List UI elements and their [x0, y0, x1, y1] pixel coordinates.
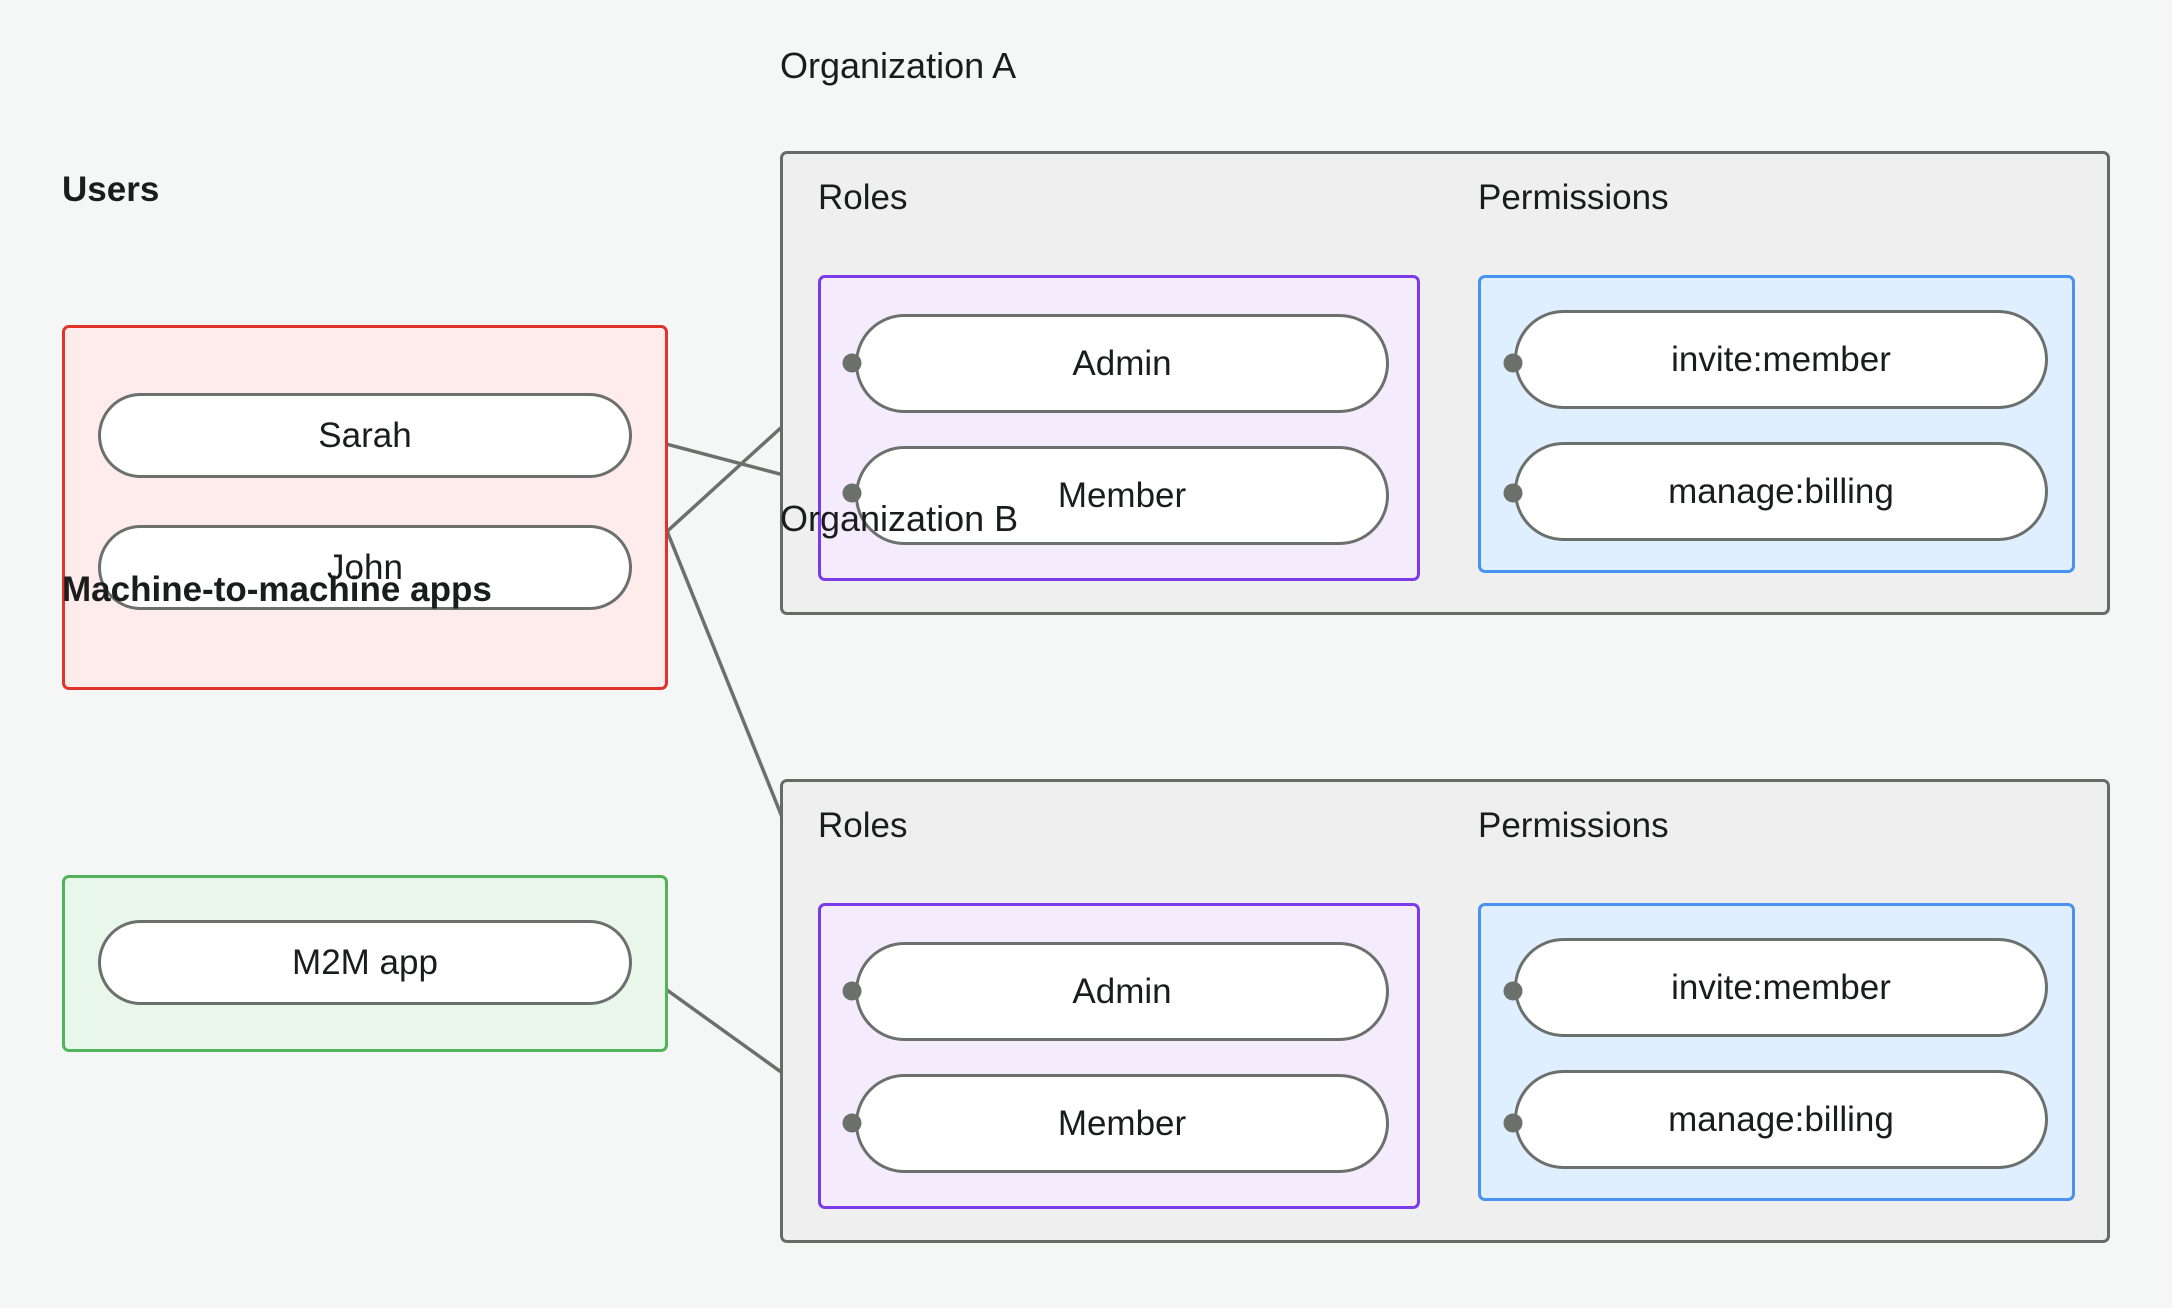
- orgA-permission-node-manage-billing[interactable]: manage:billing: [1514, 442, 2048, 541]
- organization-a-caption: Organization A: [780, 45, 1017, 86]
- user-node-sarah[interactable]: Sarah: [98, 393, 632, 478]
- anchor-dot-orgB-admin-left: [842, 981, 862, 1001]
- orgB-role-node-member[interactable]: Member: [855, 1074, 1389, 1173]
- users-caption: Users: [62, 170, 160, 209]
- m2m-caption: Machine-to-machine apps: [62, 570, 492, 609]
- orgB-permissions-container: invite:member manage:billing: [1478, 903, 2075, 1201]
- organization-b-container: Roles Admin Member Permissions invite:me…: [780, 779, 2110, 1243]
- users-container: Sarah John: [62, 325, 668, 690]
- user-node-john[interactable]: John: [98, 525, 632, 610]
- orgB-permission-node-invite-member[interactable]: invite:member: [1514, 938, 2048, 1037]
- anchor-dot-orgB-invite-left: [1503, 981, 1523, 1001]
- anchor-dot-orgA-admin-left: [842, 353, 862, 373]
- organization-a-container: Roles Admin Member Permissions invite:me…: [780, 151, 2110, 615]
- organization-b-caption: Organization B: [780, 498, 1019, 539]
- anchor-dot-orgA-billing-left: [1503, 483, 1523, 503]
- m2m-container: M2M app: [62, 875, 668, 1052]
- anchor-dot-orgA-invite-left: [1503, 353, 1523, 373]
- orgB-role-node-admin[interactable]: Admin: [855, 942, 1389, 1041]
- orgA-permissions-container: invite:member manage:billing: [1478, 275, 2075, 573]
- orgA-permissions-caption: Permissions: [1478, 178, 1669, 217]
- orgB-roles-container: Admin Member: [818, 903, 1420, 1209]
- orgA-roles-caption: Roles: [818, 178, 908, 217]
- orgB-permissions-caption: Permissions: [1478, 806, 1669, 845]
- orgA-role-node-member[interactable]: Member: [855, 446, 1389, 545]
- orgA-role-node-admin[interactable]: Admin: [855, 314, 1389, 413]
- orgA-roles-container: Admin Member: [818, 275, 1420, 581]
- anchor-dot-orgB-billing-left: [1503, 1113, 1523, 1133]
- orgA-permission-node-invite-member[interactable]: invite:member: [1514, 310, 2048, 409]
- anchor-dot-orgB-member-left: [842, 1113, 862, 1133]
- orgB-permission-node-manage-billing[interactable]: manage:billing: [1514, 1070, 2048, 1169]
- orgB-roles-caption: Roles: [818, 806, 908, 845]
- anchor-dot-orgA-member-left: [842, 483, 862, 503]
- m2m-node-app[interactable]: M2M app: [98, 920, 632, 1005]
